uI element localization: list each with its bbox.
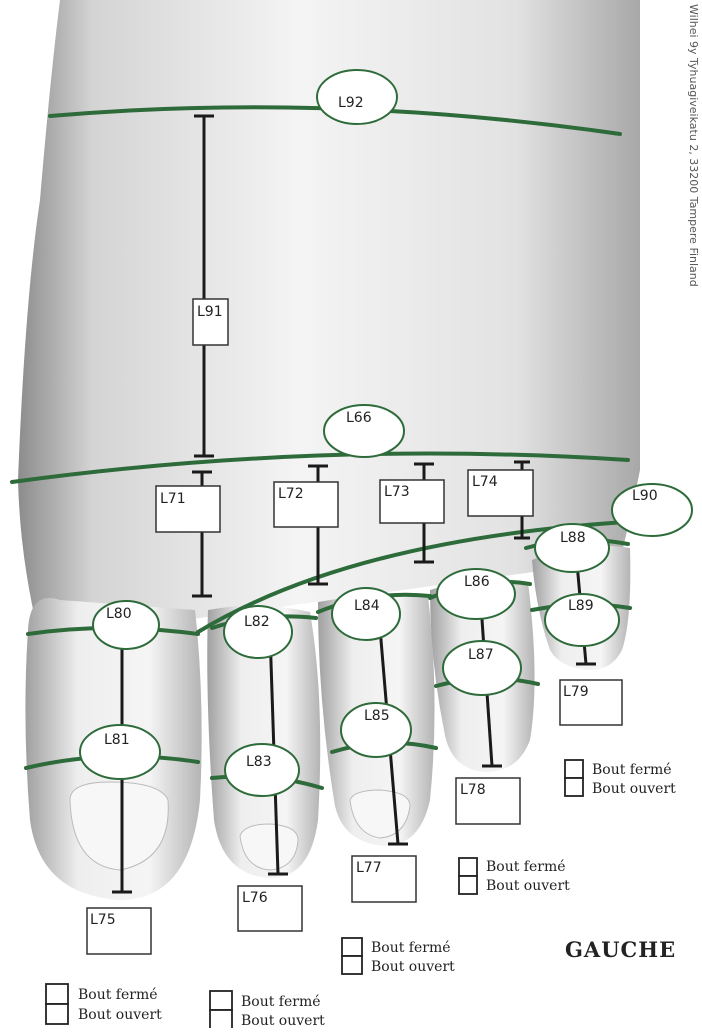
label-L92: L92: [338, 95, 364, 111]
checkbox-open-bottom[interactable]: [209, 1009, 233, 1030]
option-open-label-middle: Bout ouvert: [371, 959, 455, 975]
box-L75[interactable]: [86, 907, 152, 955]
option-group-middle: Bout fermé Bout ouvert: [341, 937, 455, 975]
box-L71[interactable]: [155, 485, 221, 533]
label-L88: L88: [560, 530, 586, 546]
toe-tip-options: Bout fermé Bout ouvert Bout fermé Bout o…: [45, 759, 676, 1030]
circumference-ovals: [79, 69, 693, 797]
big-toe-nail: [69, 781, 169, 871]
label-L86: L86: [464, 574, 490, 590]
label-L76: L76: [242, 890, 268, 906]
option-open-label-right: Bout ouvert: [592, 781, 676, 797]
checkbox-open-left[interactable]: [45, 1003, 69, 1025]
option-open-label-bottom: Bout ouvert: [241, 1013, 325, 1028]
checkbox-closed-left[interactable]: [45, 983, 69, 1005]
checkbox-closed-center[interactable]: [458, 857, 478, 877]
box-L74[interactable]: [467, 469, 534, 517]
option-closed-label-middle: Bout fermé: [371, 940, 451, 956]
label-L90: L90: [632, 488, 658, 504]
oval-L88: [534, 523, 610, 573]
oval-L83: [224, 743, 300, 797]
circumference-texts: L92 L66 L90 L80 L81 L82 L83 L84 L85 L86 …: [104, 95, 658, 770]
option-closed-label-left: Bout fermé: [78, 987, 158, 1003]
line-L66: [10, 451, 630, 484]
checkbox-closed-middle[interactable]: [341, 937, 363, 957]
checkbox-open-middle[interactable]: [341, 955, 363, 975]
checkbox-open-right[interactable]: [564, 777, 584, 797]
length-texts: L91 L71 L72 L73 L74 L75 L76 L77 L78 L79: [90, 304, 589, 928]
label-L71: L71: [160, 491, 186, 507]
option-group-left: Bout fermé Bout ouvert: [45, 983, 162, 1025]
second-toe: [207, 605, 321, 879]
option-open-label-left: Bout ouvert: [78, 1007, 162, 1023]
label-L72: L72: [278, 486, 304, 502]
oval-L92: [316, 69, 398, 125]
label-L89: L89: [568, 598, 594, 614]
label-L81: L81: [104, 732, 130, 748]
checkbox-closed-bottom[interactable]: [209, 990, 233, 1011]
label-L73: L73: [384, 484, 410, 500]
box-L91[interactable]: [192, 298, 229, 346]
option-open-label-center: Bout ouvert: [486, 878, 570, 894]
label-L87: L87: [468, 647, 494, 663]
label-L84: L84: [354, 598, 380, 614]
oval-L85: [340, 702, 412, 758]
box-L79[interactable]: [559, 679, 623, 726]
option-group-bottom: Bout fermé Bout ouvert: [209, 990, 325, 1030]
oval-L82: [223, 605, 293, 659]
label-L80: L80: [106, 606, 132, 622]
checkbox-closed-right[interactable]: [564, 759, 584, 779]
length-boxes[interactable]: [86, 298, 623, 955]
oval-L81: [79, 724, 161, 780]
second-toe-nail: [239, 823, 299, 871]
label-L85: L85: [364, 708, 390, 724]
oval-L66: [323, 404, 405, 458]
oval-L86: [436, 568, 516, 620]
oval-L90: [611, 483, 693, 537]
oval-L87: [442, 640, 522, 696]
box-L73[interactable]: [379, 479, 445, 524]
option-group-right: Bout fermé Bout ouvert: [564, 759, 676, 797]
box-L78[interactable]: [455, 777, 521, 825]
option-closed-label-bottom: Bout fermé: [241, 994, 321, 1010]
margin-note: Wilhei 9y Tyhuagiveikatu 2, 33200 Tamper…: [687, 4, 700, 287]
label-L66: L66: [346, 410, 372, 426]
label-L74: L74: [472, 474, 498, 490]
oval-L80: [92, 600, 160, 650]
checkbox-open-center[interactable]: [458, 875, 478, 895]
label-L91: L91: [197, 304, 223, 320]
label-L75: L75: [90, 912, 116, 928]
option-group-center: Bout fermé Bout ouvert: [458, 857, 570, 895]
oval-L84: [331, 587, 401, 641]
label-L82: L82: [244, 614, 270, 630]
box-L76[interactable]: [237, 885, 303, 932]
label-L83: L83: [246, 754, 272, 770]
option-closed-label-right: Bout fermé: [592, 762, 672, 778]
box-L72[interactable]: [273, 481, 339, 528]
length-line-L91: [194, 114, 214, 458]
oval-L89: [544, 593, 620, 647]
box-L77[interactable]: [351, 855, 417, 903]
side-label: GAUCHE: [565, 937, 676, 962]
option-closed-label-center: Bout fermé: [486, 859, 566, 875]
label-L78: L78: [460, 782, 486, 798]
label-L79: L79: [563, 684, 589, 700]
label-L77: L77: [356, 860, 382, 876]
